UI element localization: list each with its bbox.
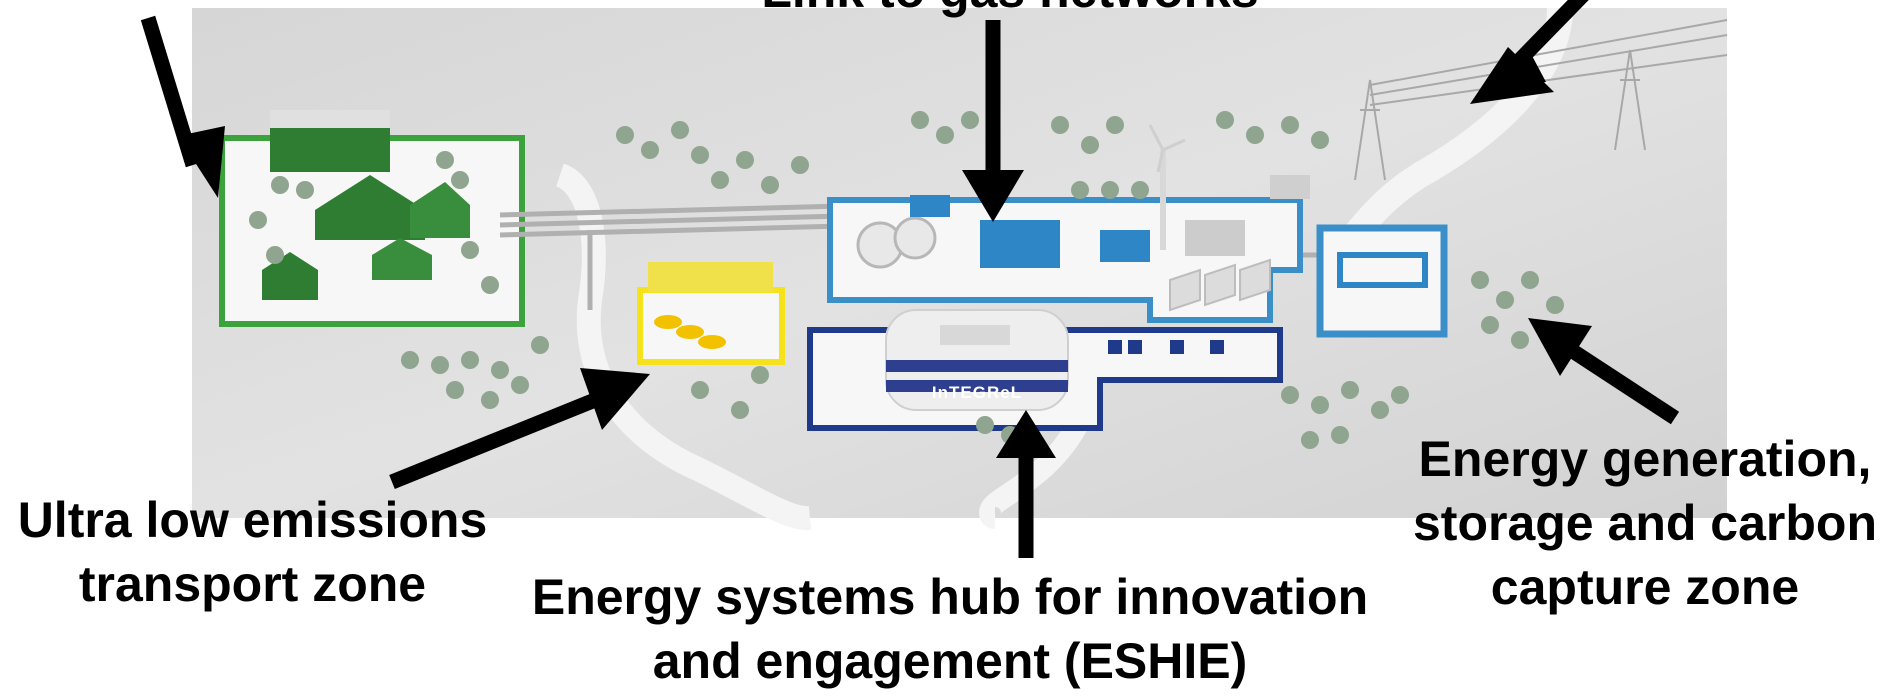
transport-zone-line-1: Ultra low emissions [17,492,488,548]
road-south [979,414,1090,529]
power-pylons [1354,19,1728,181]
gas-plant-building [980,220,1060,268]
arrow-eshie [996,410,1056,558]
charging-canopy [648,262,773,292]
generation-zone-line-2: storage and carbon [1413,495,1877,551]
house-2 [410,182,470,238]
arrow-generation [1528,318,1680,425]
pipelines [499,202,1440,310]
solar-panels [1169,258,1271,312]
transport-zone-line-2: transport zone [78,556,427,612]
house-3 [262,252,318,300]
eshie-label: Energy systems hub for innovation and en… [495,565,1405,693]
hub-stripe-1 [886,360,1068,372]
process-unit [1100,230,1150,262]
turbine-blade-1 [1148,124,1165,151]
generation-zone-line-3: capture zone [1490,559,1800,615]
eshie-line-1: Energy systems hub for innovation [531,569,1369,625]
compressor-unit [910,195,950,217]
storage-blocks [1108,340,1224,354]
arrow-residential [140,15,225,198]
house-4 [372,238,432,280]
car-1 [654,315,682,329]
hub-sign: InTEGReL [932,383,1022,402]
gas-network-label: Link to gas networks [740,0,1280,22]
control-hut [1270,175,1310,199]
turbine-blade-2 [1162,138,1186,152]
trees [249,111,1564,449]
eshie-line-2: and engagement (ESHIE) [652,633,1248,689]
car-3 [698,335,726,349]
arrows [140,0,1680,558]
generation-zone-label: Energy generation, storage and carbon ca… [1395,427,1895,619]
road-east [1340,7,1573,250]
arrow-gas-network [962,20,1024,222]
hub-stripe-2 [886,380,1068,392]
car-2 [676,325,704,339]
gas-link-zone [827,197,1303,323]
generator-building [1185,220,1245,256]
storage-tank-2 [893,216,937,260]
house-1 [315,175,425,240]
arrow-transport [389,368,650,489]
turbine-blade-3 [1156,149,1165,173]
generation-zone-line-1: Energy generation, [1418,431,1872,487]
capture-rig [1337,252,1428,288]
transport-zone-label: Ultra low emissions transport zone [0,488,505,616]
gas-network-text: Link to gas networks [761,0,1258,18]
hub-roof-unit [940,325,1010,345]
wind-turbine-tower [1160,150,1166,250]
arrow-power-grid [1470,0,1589,104]
apartment-roof [270,110,390,128]
